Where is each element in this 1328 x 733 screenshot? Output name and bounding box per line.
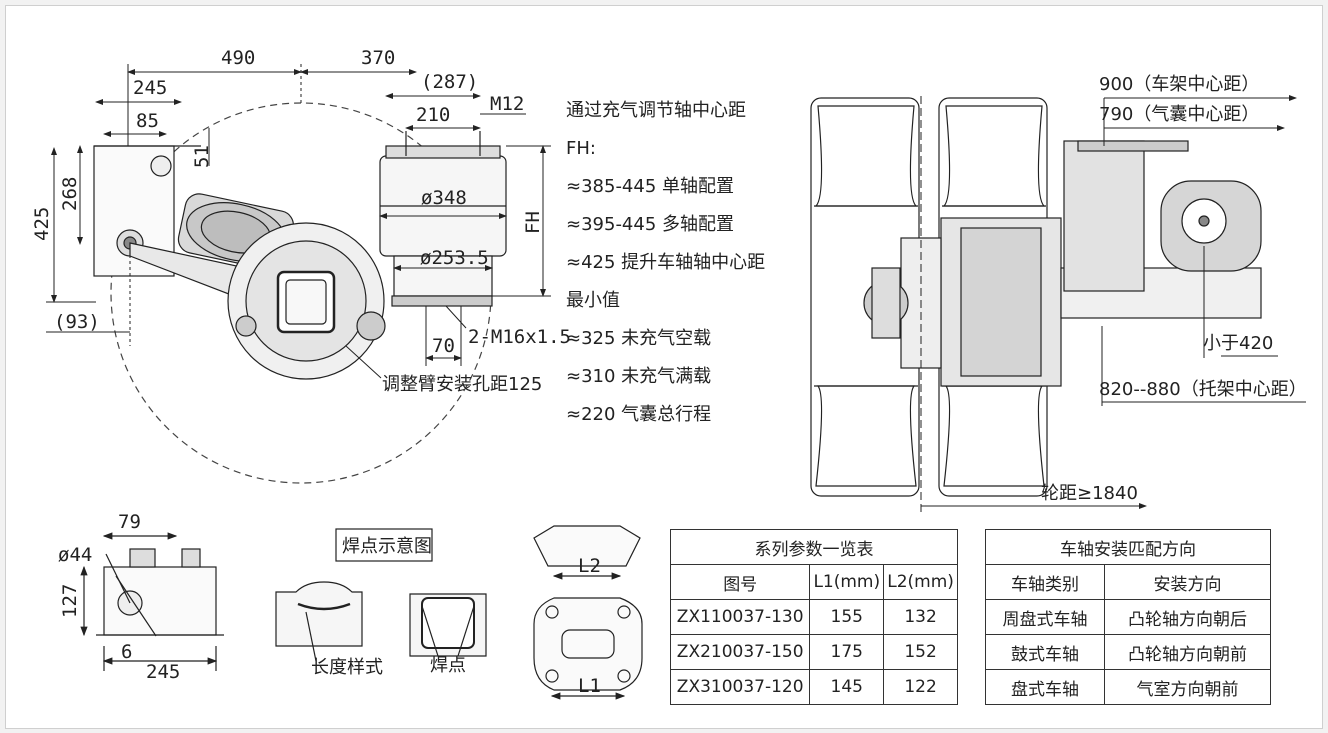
- weld-point-label: 焊点: [430, 655, 466, 676]
- table-row: ZX110037-130 155 132: [669, 599, 958, 635]
- plate-detail: [533, 525, 643, 700]
- table-cell: 155: [809, 599, 885, 635]
- spec-line: 通过充气调节轴中心距: [566, 100, 746, 121]
- dim-fh: FH: [522, 211, 544, 234]
- table-cell: 132: [883, 599, 958, 635]
- side-view-dimensions: [46, 64, 551, 379]
- dim-245-bracket: 245: [146, 661, 180, 683]
- axle-header-direction: 安装方向: [1103, 564, 1272, 600]
- spec-line: ≈220 气囊总行程: [566, 404, 712, 425]
- bracket-detail-labels: 79 ø44 127 6 245: [58, 511, 180, 683]
- series-table-title: 系列参数一览表: [670, 529, 958, 565]
- dim-phi44: ø44: [58, 544, 92, 566]
- rear-view-dimensions: [920, 95, 1306, 516]
- dim-370: 370: [361, 47, 395, 69]
- less-than-label: 小于420: [1203, 333, 1273, 354]
- series-header-l1: L1(mm): [809, 564, 885, 600]
- plate-detail-labels: L2 L1: [578, 555, 601, 697]
- table-cell: 152: [883, 634, 958, 670]
- table-row: ZX210037-150 175 152: [669, 634, 958, 670]
- table-cell: 凸轮轴方向朝后: [1103, 599, 1272, 635]
- drawing-sheet: 490 370 (287) 245 210 M12 85 51 268 425 …: [5, 5, 1323, 729]
- airbag-center-label: 790（气囊中心距）: [1099, 104, 1259, 125]
- dim-79: 79: [118, 511, 141, 533]
- weld-detail-labels: 焊点示意图 长度样式 焊点: [311, 536, 466, 678]
- rear-view-labels: 900（车架中心距） 790（气囊中心距） 小于420 820--880（托架中…: [1041, 74, 1307, 504]
- table-cell: 气室方向朝前: [1103, 669, 1272, 705]
- series-header-drawing-no: 图号: [669, 564, 811, 600]
- dim-425: 425: [31, 207, 53, 241]
- dim-85: 85: [136, 110, 159, 132]
- table-cell: 鼓式车轴: [985, 634, 1105, 670]
- table-cell: 周盘式车轴: [985, 599, 1105, 635]
- table-row: 盘式车轴 气室方向朝前: [985, 669, 1272, 705]
- table-cell: ZX310037-120: [669, 669, 811, 705]
- series-header-l2: L2(mm): [883, 564, 958, 600]
- spec-notes: 通过充气调节轴中心距 FH: ≈385-445 单轴配置 ≈395-445 多轴…: [566, 92, 796, 434]
- table-row: 周盘式车轴 凸轮轴方向朝后: [985, 599, 1272, 635]
- track-label: 轮距≥1840: [1041, 483, 1138, 504]
- table-row: 鼓式车轴 凸轮轴方向朝前: [985, 634, 1272, 670]
- rear-view: [810, 97, 1262, 497]
- dim-phi253: ø253.5: [420, 247, 489, 269]
- dim-268: 268: [59, 177, 81, 211]
- length-style-label: 长度样式: [311, 657, 383, 678]
- dim-93: (93): [54, 311, 100, 333]
- table-cell: 122: [883, 669, 958, 705]
- spec-line: ≈385-445 单轴配置: [566, 176, 735, 197]
- side-view-labels: 490 370 (287) 245 210 M12 85 51 268 425 …: [31, 47, 571, 395]
- spec-line: ≈310 未充气满载: [566, 366, 712, 387]
- table-cell: 盘式车轴: [985, 669, 1105, 705]
- bracket-center-label: 820--880（托架中心距）: [1099, 379, 1307, 400]
- arm-hole-label: 调整臂安装孔距125: [382, 374, 542, 395]
- technical-drawing: 490 370 (287) 245 210 M12 85 51 268 425 …: [31, 47, 1307, 700]
- dim-51: 51: [191, 145, 213, 168]
- hanger: [1063, 140, 1145, 292]
- dim-phi348: ø348: [421, 187, 467, 209]
- plate-l2-label: L2: [578, 555, 601, 577]
- dim-m12: M12: [490, 93, 524, 115]
- table-cell: 凸轮轴方向朝前: [1103, 634, 1272, 670]
- table-cell: 175: [809, 634, 885, 670]
- spec-line: FH:: [566, 138, 596, 159]
- table-row: ZX310037-120 145 122: [669, 669, 958, 705]
- spec-line: 最小值: [566, 290, 620, 311]
- spec-line: ≈325 未充气空载: [566, 328, 712, 349]
- axle-direction-table: 车轴安装匹配方向 车轴类别 安装方向 周盘式车轴 凸轮轴方向朝后 鼓式车轴 凸轮…: [985, 529, 1272, 705]
- dim-210: 210: [416, 104, 450, 126]
- axle-table-title: 车轴安装匹配方向: [985, 529, 1271, 565]
- dim-490: 490: [221, 47, 255, 69]
- spec-line: ≈395-445 多轴配置: [566, 214, 735, 235]
- dim-127: 127: [59, 584, 81, 618]
- table-cell: ZX110037-130: [669, 599, 811, 635]
- frame-center-label: 900（车架中心距）: [1099, 74, 1259, 95]
- spec-line: ≈425 提升车轴轴中心距: [566, 252, 766, 273]
- dim-70: 70: [432, 335, 455, 357]
- bracket-detail: [80, 532, 224, 671]
- weld-title-box: [335, 528, 433, 562]
- dim-6: 6: [121, 641, 132, 663]
- series-parameter-table: 系列参数一览表 图号 L1(mm) L2(mm) ZX110037-130 15…: [669, 529, 958, 705]
- dim-245: 245: [133, 77, 167, 99]
- side-view: [93, 102, 507, 484]
- weld-title: 焊点示意图: [342, 536, 432, 557]
- weld-detail: [275, 528, 487, 662]
- dim-287: (287): [421, 71, 478, 93]
- dim-m16: 2-M16x1.5: [468, 326, 571, 348]
- axle-header-type: 车轴类别: [985, 564, 1105, 600]
- plate-l1-label: L1: [578, 675, 601, 697]
- table-cell: 145: [809, 669, 885, 705]
- table-cell: ZX210037-150: [669, 634, 811, 670]
